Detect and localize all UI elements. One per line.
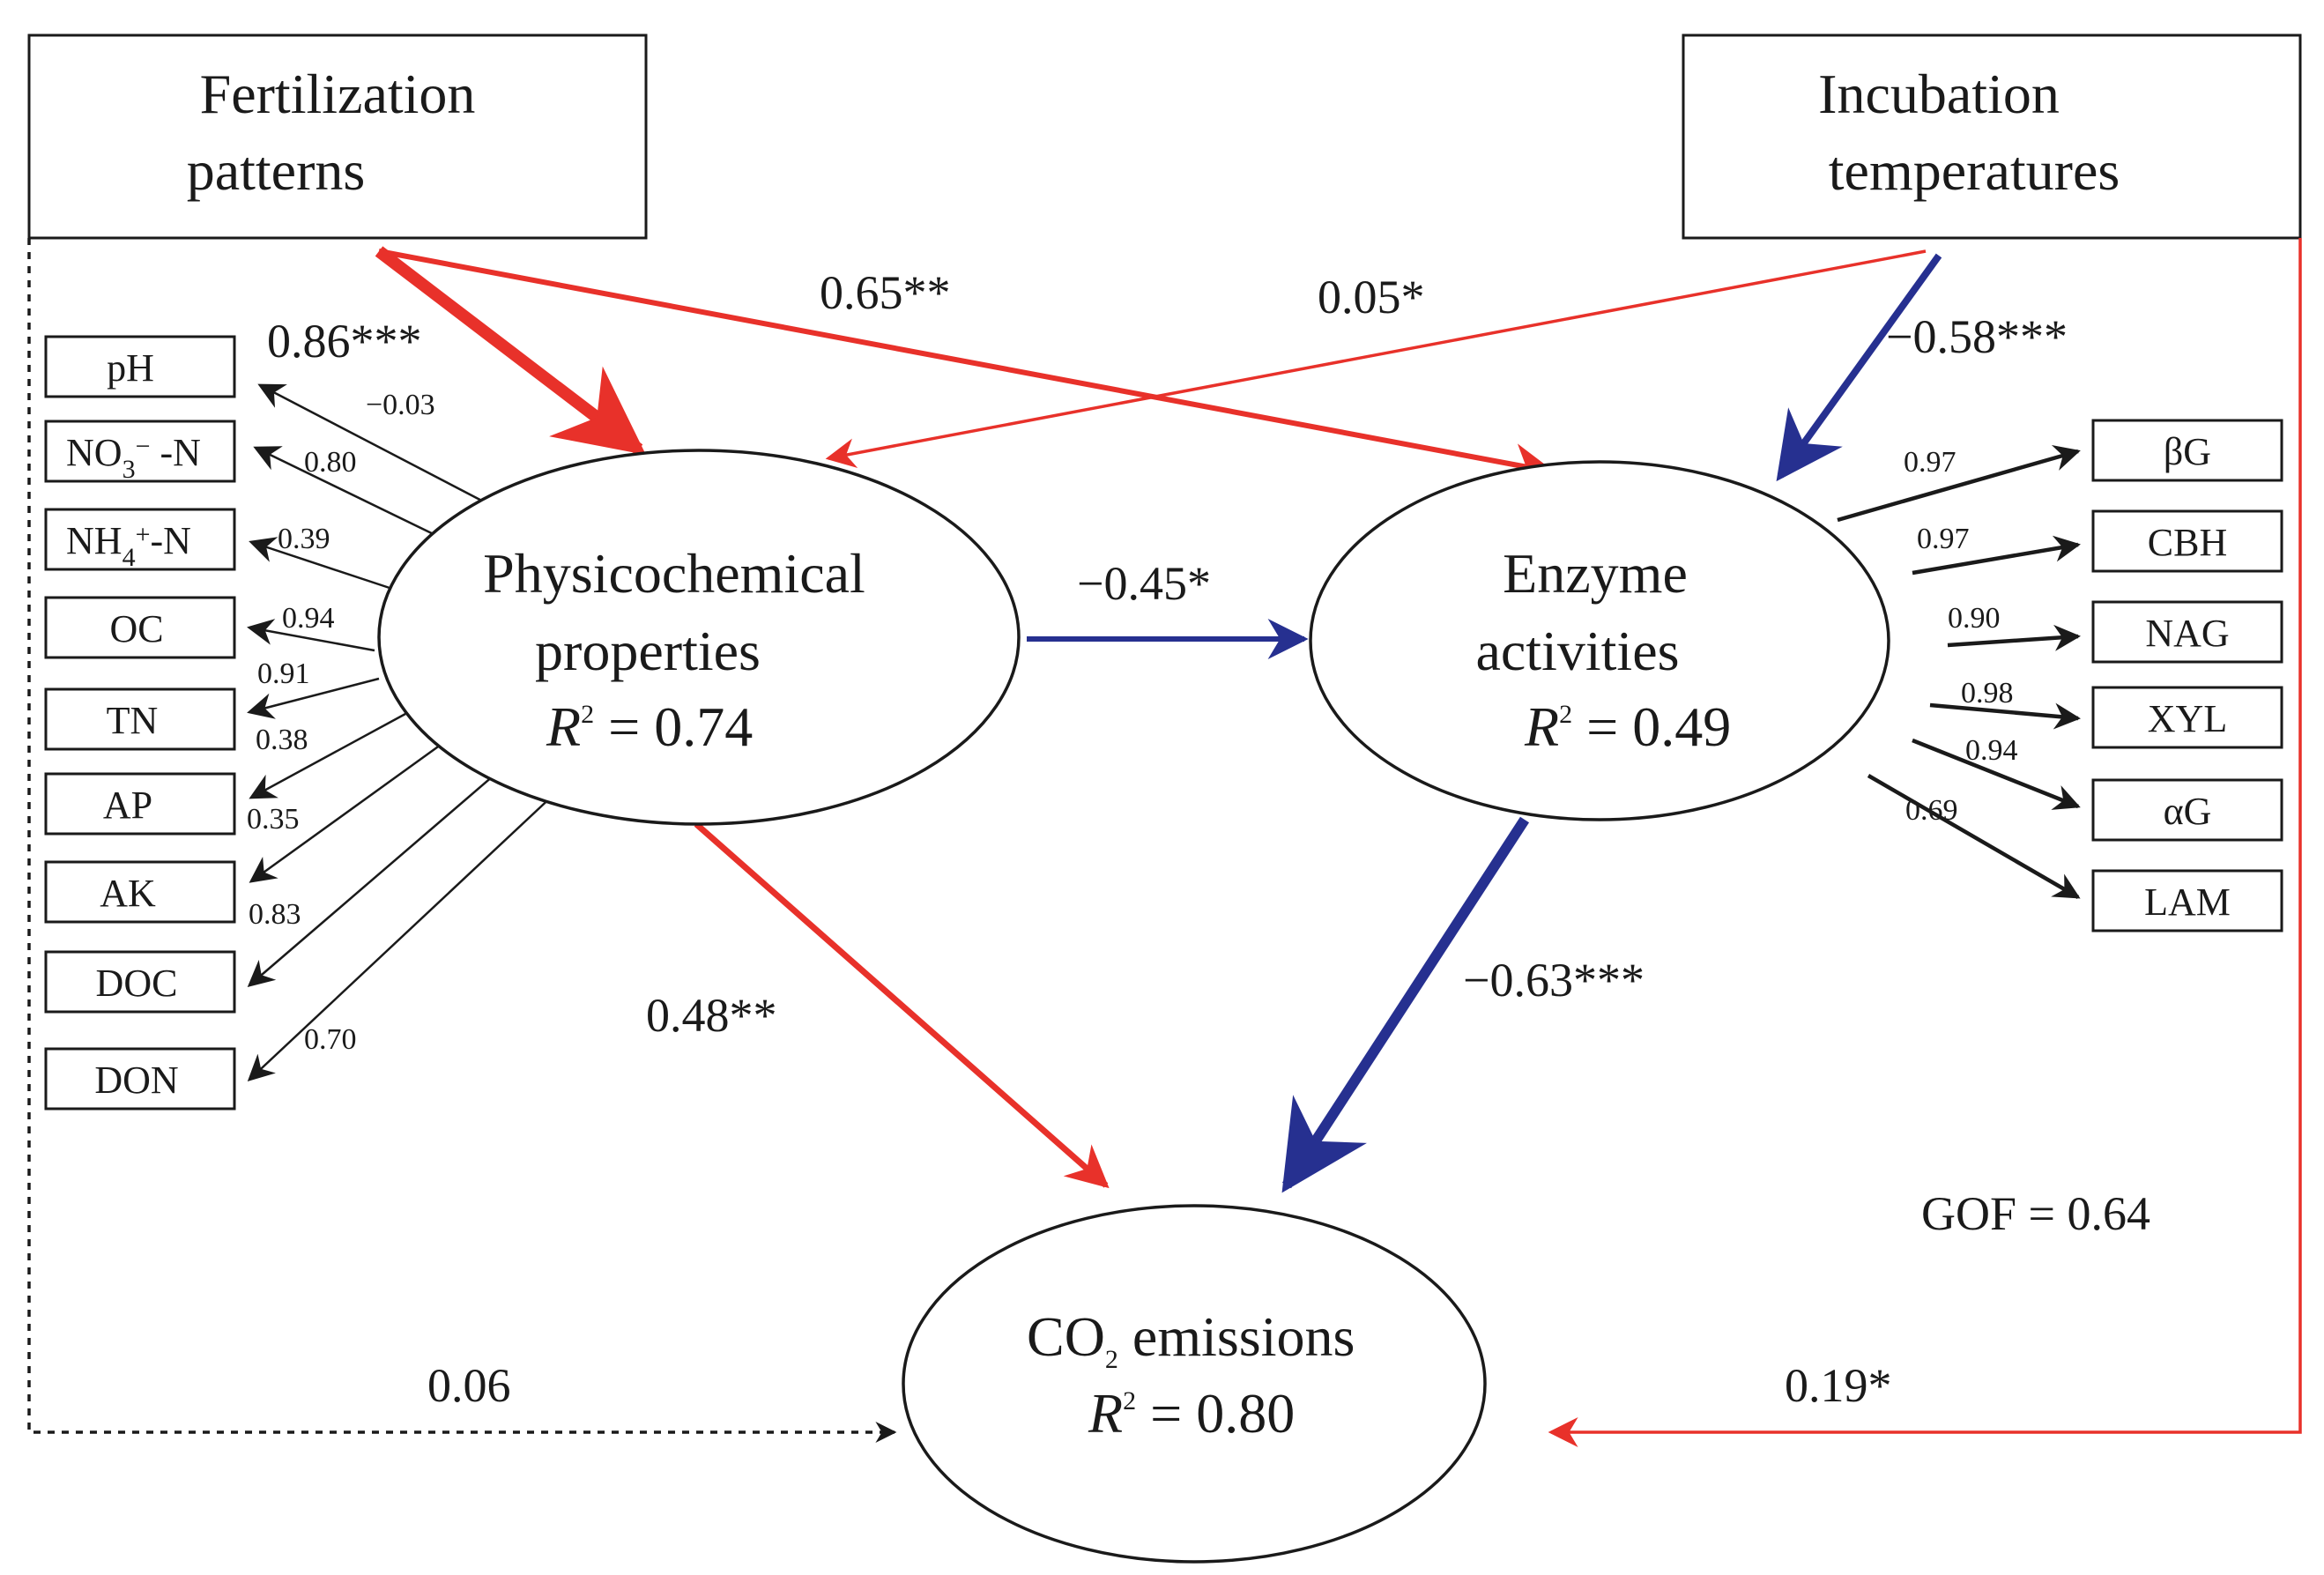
loading-coef-nag: 0.90: [1948, 602, 2001, 635]
co2-label: CO2 emissions: [1027, 1305, 1355, 1374]
path-enzyme-to-co2: [1281, 816, 1530, 1193]
indicator-xyl-label: XYL: [2148, 697, 2227, 740]
loading-coef-no3: 0.80: [304, 446, 357, 479]
fertilization-label-line2: patterns: [187, 139, 366, 202]
indicator-ap: AP: [44, 772, 236, 836]
path-fertilization-to-enzyme: [378, 249, 1556, 486]
loading-coef-ak: 0.35: [247, 803, 300, 836]
loading-coef-don: 0.70: [304, 1023, 357, 1056]
fertilization-patterns-box: Fertilization patterns: [27, 33, 648, 240]
indicator-lam: LAM: [2091, 869, 2283, 932]
coef-fertilization-to-enzyme: 0.65**: [820, 266, 951, 319]
coef-physicochemical-to-co2: 0.48**: [646, 989, 777, 1042]
incubation-temperatures-box: Incubation temperatures: [1682, 33, 2302, 240]
indicator-ak: AK: [44, 860, 236, 924]
loading-coef-ph: −0.03: [366, 389, 435, 421]
indicator-cbh-label: CBH: [2148, 521, 2227, 564]
indicator-doc-label: DOC: [96, 962, 178, 1005]
coef-enzyme-to-co2: −0.63***: [1463, 954, 1645, 1007]
indicator-ag-label: αG: [2164, 790, 2212, 833]
indicator-cbh: CBH: [2091, 509, 2283, 573]
physicochemical-indicator-boxes: pH NO3− -N NH4+-N OC TN AP AK DOC: [44, 335, 236, 1111]
loading-coef-ag: 0.94: [1965, 734, 2018, 767]
physicochemical-properties-node: Physicochemical properties R2 = 0.74: [377, 449, 1021, 826]
indicator-bg-label: βG: [2164, 430, 2211, 473]
indicator-tn-label: TN: [107, 699, 159, 742]
path-incubation-to-enzyme: [1776, 253, 1942, 482]
loading-coef-ap: 0.38: [256, 724, 308, 756]
path-incubation-to-co2: [1548, 238, 2302, 1447]
physicochemical-label-line2: properties: [535, 620, 761, 682]
indicator-nag: NAG: [2091, 600, 2283, 664]
indicator-nh4-n: NH4+-N: [44, 508, 236, 572]
indicator-ap-label: AP: [103, 784, 152, 827]
enzyme-loading-arrows: [1837, 444, 2081, 899]
indicator-ag: αG: [2091, 778, 2283, 842]
indicator-nag-label: NAG: [2145, 612, 2229, 655]
co2-r2: R2 = 0.80: [1088, 1382, 1295, 1445]
indicator-oc: OC: [44, 596, 236, 659]
loading-coef-cbh: 0.97: [1917, 523, 1970, 555]
loading-coef-oc: 0.94: [282, 602, 335, 635]
enzyme-label-line1: Enzyme: [1503, 542, 1688, 605]
coef-incubation-to-enzyme: −0.58***: [1886, 310, 2068, 363]
coef-incubation-to-physicochemical: 0.05*: [1318, 271, 1425, 323]
enzyme-indicator-boxes: βG CBH NAG XYL αG LAM: [2091, 419, 2283, 932]
indicator-doc: DOC: [44, 950, 236, 1014]
path-fertilization-to-co2: [27, 238, 897, 1443]
indicator-ak-label: AK: [100, 872, 156, 915]
enzyme-r2: R2 = 0.49: [1524, 695, 1731, 758]
path-incubation-to-physicochemical: [825, 249, 1927, 469]
incubation-label-line2: temperatures: [1829, 139, 2120, 202]
loading-coef-lam: 0.69: [1905, 794, 1958, 827]
indicator-tn: TN: [44, 687, 236, 751]
co2-emissions-node: CO2 emissions R2 = 0.80: [902, 1204, 1487, 1564]
indicator-ph-label: pH: [107, 346, 154, 390]
enzyme-label-line2: activities: [1475, 620, 1679, 682]
enzyme-activities-node: Enzyme activities R2 = 0.49: [1309, 460, 1890, 821]
indicator-don: DON: [44, 1047, 236, 1111]
coef-incubation-to-co2: 0.19*: [1785, 1359, 1892, 1412]
physicochemical-loading-arrows: [247, 383, 556, 1082]
indicator-ph: pH: [44, 335, 236, 398]
physicochemical-label-line1: Physicochemical: [483, 542, 865, 605]
loading-coef-nh4: 0.39: [278, 523, 330, 555]
fertilization-label-line1: Fertilization: [200, 63, 476, 125]
indicator-no3-n: NO3− -N: [44, 420, 236, 484]
indicator-bg: βG: [2091, 419, 2283, 482]
incubation-label-line1: Incubation: [1818, 63, 2060, 125]
indicator-lam-label: LAM: [2144, 880, 2231, 924]
indicator-don-label: DON: [94, 1059, 178, 1102]
loading-coef-tn: 0.91: [257, 657, 310, 690]
physicochemical-r2: R2 = 0.74: [546, 695, 753, 758]
path-physicochemical-to-co2: [694, 821, 1110, 1189]
indicator-oc-label: OC: [109, 607, 163, 650]
indicator-xyl: XYL: [2091, 686, 2283, 749]
loading-coef-doc: 0.83: [249, 898, 301, 931]
path-fertilization-to-physicochemical: [375, 246, 646, 456]
coef-physicochemical-to-enzyme: −0.45*: [1077, 557, 1211, 610]
goodness-of-fit: GOF = 0.64: [1921, 1187, 2150, 1240]
loading-coef-xyl: 0.98: [1961, 677, 2014, 709]
loading-coef-bg: 0.97: [1904, 446, 1956, 479]
coef-fertilization-to-co2: 0.06: [427, 1359, 511, 1412]
coef-fertilization-to-physicochemical: 0.86***: [267, 315, 422, 368]
